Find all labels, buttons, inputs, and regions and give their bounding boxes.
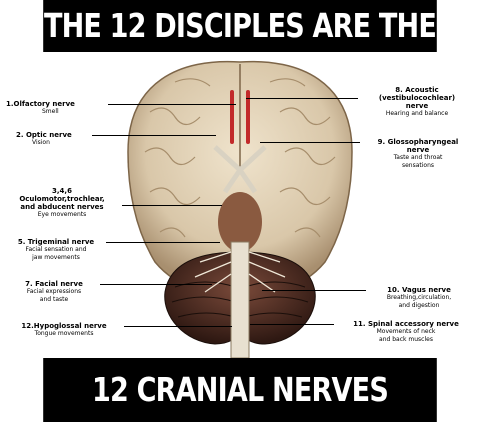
eye-nerves-label: 3,4,6 Oculomotor,trochlear, and abducent… [19, 187, 105, 218]
acoustic-label: 8. Acoustic (vestibulocochlear) nerve He… [378, 86, 456, 117]
brain-illustration [127, 60, 353, 358]
spinal-cord [230, 241, 250, 358]
bottom-banner-title: 12 CRANIAL NERVES [43, 358, 437, 422]
facial-label: 7. Facial nerve Facial expressions and t… [25, 280, 83, 303]
optic-chiasm [213, 145, 267, 194]
vagus-label: 10. Vagus nerve Breathing,circulation, a… [386, 286, 452, 309]
top-banner-title: THE 12 DISCIPLES ARE THE [43, 0, 437, 52]
accessory-label: 11. Spinal accessory nerve Movements of … [353, 320, 459, 343]
hypoglossal-label: 12.Hypoglossal nerve Tongue movements [21, 322, 107, 337]
bottom-strip [0, 422, 480, 436]
glossopharyngeal-label: 9. Glossopharyngeal nerve Taste and thro… [377, 138, 459, 169]
optic-label: 2. Optic nerve Vision [16, 131, 72, 146]
olfactory-label: 1.Olfactory nerve Smell [6, 100, 75, 115]
trigeminal-label: 5. Trigeminal nerve Facial sensation and… [17, 238, 95, 261]
